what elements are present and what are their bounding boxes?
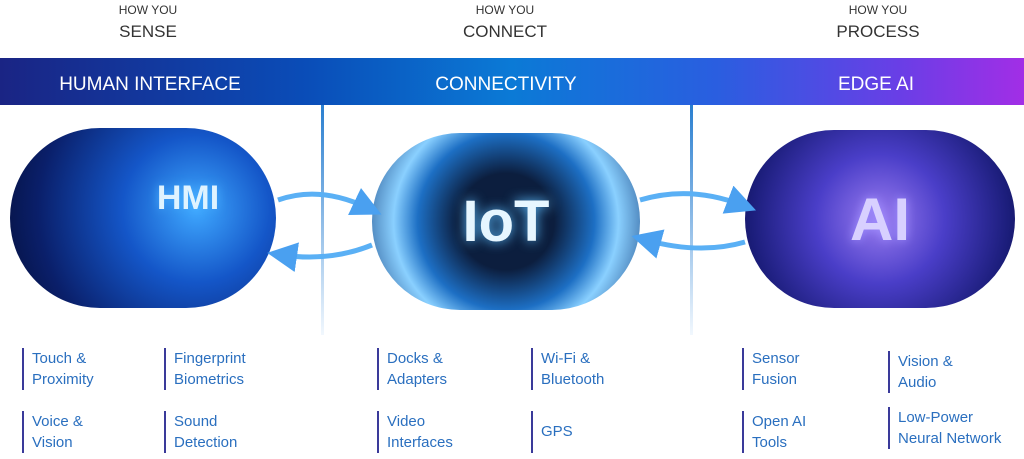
hmi-label: HMI bbox=[156, 178, 220, 217]
feature-item-line: Tools bbox=[752, 434, 788, 451]
feature-item-line: Voice & bbox=[32, 413, 83, 430]
feature-item-line: Detection bbox=[174, 434, 238, 451]
feature-item-line: Wi-Fi & bbox=[541, 350, 591, 367]
feature-item: Open AI Tools bbox=[742, 411, 806, 453]
feature-item: Docks & Adapters bbox=[377, 348, 447, 390]
header-small: HOW YOU bbox=[118, 3, 178, 17]
banner-connectivity: CONNECTIVITY bbox=[435, 74, 577, 95]
arrow-left-icon bbox=[631, 229, 746, 259]
feature-item-line: Sensor bbox=[752, 350, 800, 367]
header-small: HOW YOU bbox=[475, 3, 535, 17]
feature-item: Wi-Fi & Bluetooth bbox=[531, 348, 604, 390]
feature-item: Touch & Proximity bbox=[22, 348, 94, 390]
hmi-image: HMI bbox=[10, 128, 276, 308]
arrow-left-icon bbox=[267, 242, 373, 273]
feature-item: Voice & Vision bbox=[22, 411, 83, 453]
header-big: SENSE bbox=[119, 22, 177, 41]
header-connect: HOW YOU CONNECT bbox=[405, 3, 605, 42]
header-small: HOW YOU bbox=[848, 3, 908, 17]
header-sense: HOW YOU SENSE bbox=[48, 3, 248, 42]
banner-edge-ai: EDGE AI bbox=[837, 74, 915, 95]
feature-item: GPS bbox=[531, 411, 573, 453]
feature-item-line: Low-Power bbox=[898, 409, 974, 426]
ai-label: AI bbox=[850, 185, 910, 253]
feature-item-line: GPS bbox=[541, 423, 573, 440]
feature-item: Vision & Audio bbox=[888, 351, 953, 393]
feature-item-line: Sound bbox=[174, 413, 218, 430]
feature-item-line: Interfaces bbox=[387, 434, 453, 451]
feature-item-line: Docks & bbox=[387, 350, 443, 367]
feature-item-line: Vision bbox=[32, 434, 73, 451]
category-banner: HUMAN INTERFACE CONNECTIVITY EDGE AI bbox=[0, 58, 1024, 105]
feature-item-line: Audio bbox=[898, 374, 937, 391]
feature-item-line: Neural Network bbox=[898, 430, 1002, 447]
iot-label: IoT bbox=[462, 189, 550, 254]
divider-line bbox=[321, 105, 324, 335]
feature-item-line: Bluetooth bbox=[541, 371, 605, 388]
header-big: PROCESS bbox=[836, 22, 920, 41]
feature-item-line: Fingerprint bbox=[174, 350, 246, 367]
feature-item-line: Open AI bbox=[752, 413, 807, 430]
feature-item-line: Biometrics bbox=[174, 371, 245, 388]
feature-item-line: Fusion bbox=[752, 371, 798, 388]
ai-image: AI bbox=[745, 130, 1015, 308]
divider-line bbox=[690, 105, 693, 335]
banner-human-interface: HUMAN INTERFACE bbox=[59, 74, 241, 95]
feature-item-line: Adapters bbox=[387, 371, 448, 388]
iot-image: IoT bbox=[372, 133, 640, 310]
feature-item-line: Vision & bbox=[898, 353, 953, 370]
arrow-right-icon bbox=[277, 187, 382, 216]
arrow-right-icon bbox=[639, 185, 757, 214]
feature-item-line: Video bbox=[387, 413, 426, 430]
feature-item-line: Proximity bbox=[32, 371, 94, 388]
header-big: CONNECT bbox=[462, 22, 548, 41]
header-process: HOW YOU PROCESS bbox=[778, 3, 978, 42]
feature-item-line: Touch & bbox=[32, 350, 87, 367]
